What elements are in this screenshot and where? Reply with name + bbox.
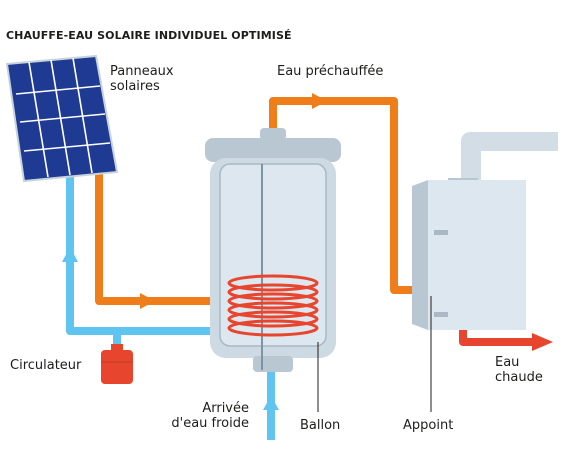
backup-boiler [412, 178, 526, 330]
preheated-arrow [312, 93, 327, 109]
preheated-water-label: Eau préchauffée [277, 64, 384, 79]
tank-label: Ballon [300, 418, 341, 433]
heat-exchanger-coil [227, 274, 319, 337]
cold-inlet-arrow [263, 396, 279, 410]
panels-label-line2: solaires [110, 79, 160, 94]
preheated-water-pipe [269, 97, 416, 294]
flue-pipe [461, 132, 558, 180]
hot-water-label-line2: chaude [495, 370, 543, 385]
solar-panel [5, 54, 119, 183]
hot-water-pipe [459, 321, 536, 346]
backup-label: Appoint [403, 418, 454, 433]
storage-tank [205, 128, 341, 372]
panels-label-line1: Panneaux [110, 64, 174, 79]
solar-hot-arrow [140, 293, 155, 309]
circulator-pump [101, 344, 133, 384]
cold-inlet-label-line1: Arrivée [202, 401, 249, 416]
solar-cold-arrow [62, 247, 78, 262]
circulator-label: Circulateur [10, 358, 82, 373]
cold-inlet-label-line2: d'eau froide [171, 416, 249, 431]
hot-water-label-line1: Eau [495, 355, 520, 370]
hot-water-arrow [532, 333, 553, 351]
diagram-title: CHAUFFE-EAU SOLAIRE INDIVIDUEL OPTIMISÉ [6, 29, 292, 42]
solar-hot-pipe [95, 165, 212, 305]
solar-cold-pipe [66, 165, 212, 335]
